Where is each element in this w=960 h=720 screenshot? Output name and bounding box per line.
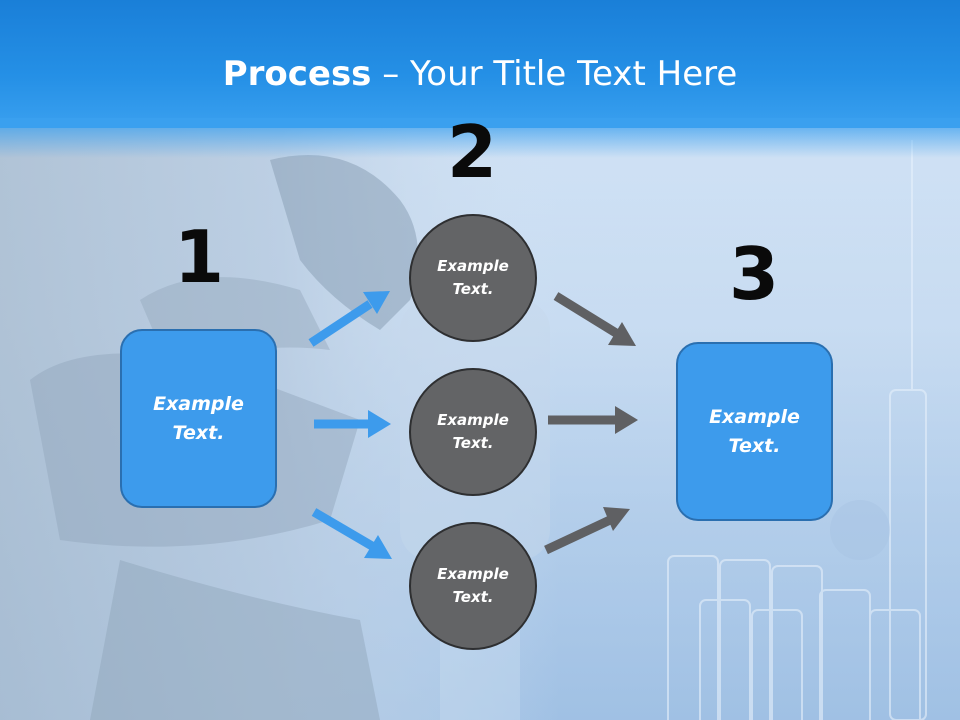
step-2-circle-middle: Example Text.	[409, 368, 537, 496]
arrow-1-to-middle	[314, 410, 391, 438]
slide-title-bold: Process	[222, 54, 372, 94]
step-number-2: 2	[446, 110, 498, 194]
title-banner	[0, 0, 960, 128]
title-banner-fade	[0, 118, 960, 158]
step-number-3: 3	[728, 232, 780, 316]
arrow-middle-to-3	[548, 406, 638, 434]
step-3-box: Example Text.	[676, 342, 833, 521]
arrow-top-to-3	[553, 292, 636, 346]
arrow-bottom-to-3	[544, 507, 630, 555]
slide-title-rest: – Your Title Text Here	[371, 54, 738, 94]
step-2-circle-bottom: Example Text.	[409, 522, 537, 650]
slide-title: Process – Your Title Text Here	[0, 52, 960, 96]
arrow-1-to-bottom	[311, 508, 392, 559]
step-number-1: 1	[173, 215, 225, 299]
step-2-circle-top: Example Text.	[409, 214, 537, 342]
step-1-box: Example Text.	[120, 329, 277, 508]
arrow-1-to-top	[308, 291, 390, 347]
